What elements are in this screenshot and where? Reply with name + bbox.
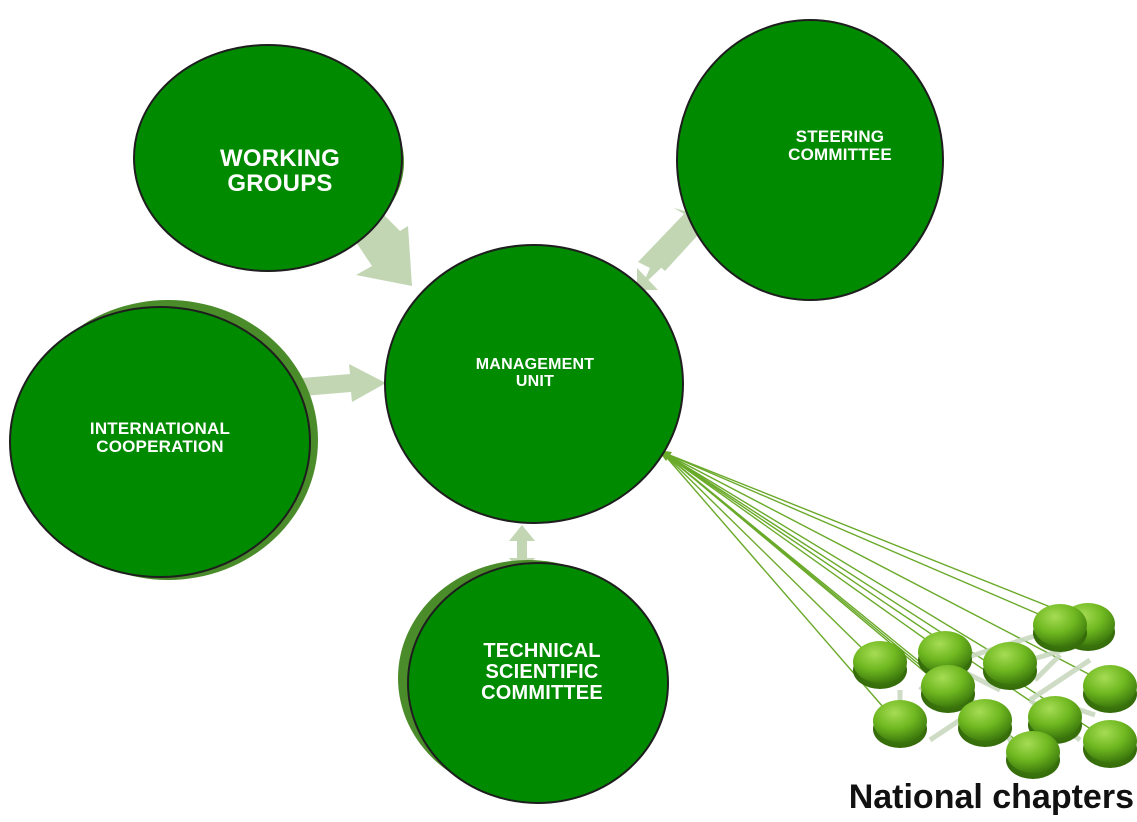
technical-scientific-committee-label-line: COMMITTEE [481,682,603,704]
fan-out-lines [658,450,1101,747]
connector-international-to-management [302,364,386,402]
fan-line [661,451,891,716]
working-groups-label: WORKING GROUPS [180,145,380,198]
node-technical-scientific-committee[interactable] [398,560,669,804]
national-chapter-node [921,665,975,713]
fan-line [661,451,871,657]
fan-line [661,451,1046,712]
national-chapter-node [983,642,1037,690]
node-steering-committee[interactable] [676,19,944,301]
technical-scientific-committee-label-line: TECHNICAL [483,640,601,662]
national-chapter-node [873,700,927,748]
fan-line [661,451,936,647]
national-chapter-node [1083,720,1137,768]
international-cooperation-label-line: INTERNATIONAL [89,419,231,438]
node-international-cooperation[interactable] [9,300,318,580]
fan-line [661,451,1101,736]
node-management-unit[interactable] [384,244,684,524]
technical-scientific-committee-label-line: SCIENTIFIC [485,661,599,683]
national-chapter-node [1006,731,1060,779]
steering-committee-label: STEERING COMMITTEE [740,128,940,164]
working-groups-label-line: WORKING [219,145,341,172]
national-chapter-node [1083,665,1137,713]
national-chapters-cluster [853,603,1137,779]
management-unit-label-line: UNIT [515,372,555,390]
international-cooperation-label-line: COOPERATION [96,436,224,456]
fan-line [661,451,1079,619]
management-unit-label-line: MANAGEMENT [475,356,595,373]
fan-line [661,451,1001,658]
steering-committee-label-line: STEERING [795,127,885,146]
steering-committee-label-line: COMMITTEE [788,144,892,164]
national-chapter-node [1033,604,1087,652]
international-cooperation-label: INTERNATIONAL COOPERATION [45,420,275,456]
national-chapter-node [958,699,1012,747]
management-unit-label: MANAGEMENT UNIT [435,356,635,391]
national-chapters-caption: National chapters [848,778,1134,816]
node-working-groups[interactable] [133,44,404,272]
working-groups-label-line: GROUPS [227,170,333,198]
technical-scientific-committee-label: TECHNICAL SCIENTIFIC COMMITTEE [442,641,642,704]
national-chapter-node [853,641,907,689]
fan-line [661,451,1051,620]
fan-line [661,451,1101,681]
